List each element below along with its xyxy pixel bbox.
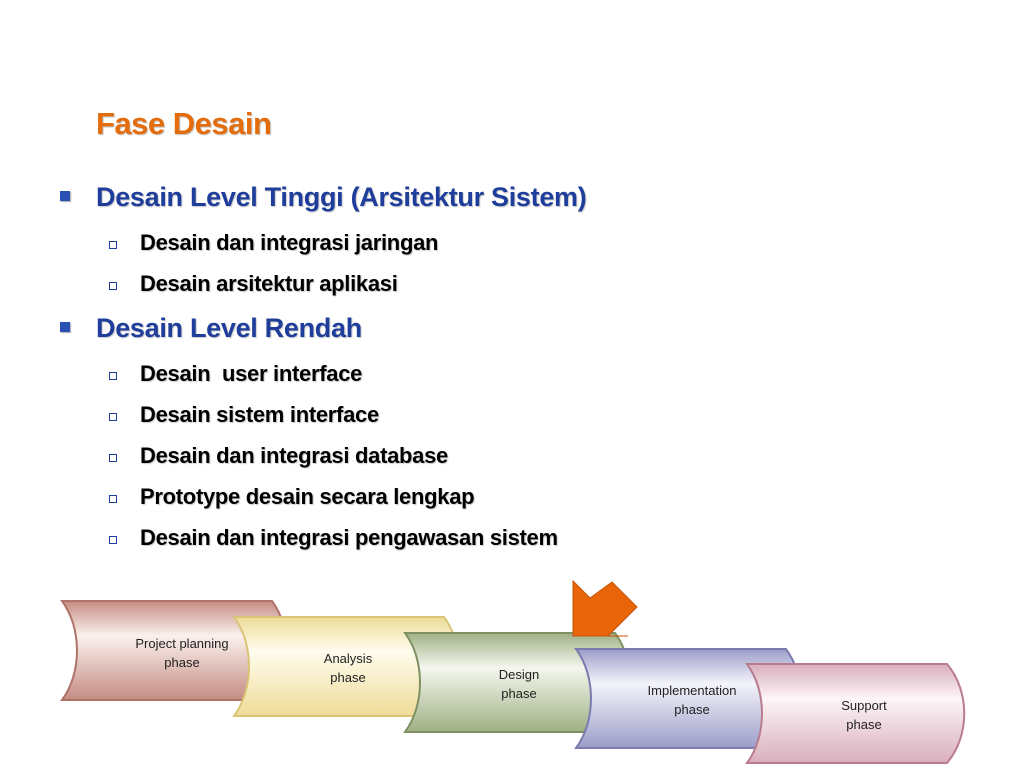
section-heading-low-level: Desain Level Rendah <box>60 313 362 344</box>
list-item: Desain dan integrasi database <box>109 443 448 469</box>
list-item: Desain user interface <box>109 361 363 387</box>
hollow-square-bullet-icon <box>109 495 117 503</box>
section-heading-high-level: Desain Level Tinggi (Arsitektur Sistem) <box>60 182 587 213</box>
list-item: Desain sistem interface <box>109 402 379 428</box>
hollow-square-bullet-icon <box>109 454 117 462</box>
square-bullet-icon <box>60 322 70 332</box>
highlight-arrow-icon <box>572 579 638 637</box>
list-item-text: Desain sistem interface <box>140 402 379 427</box>
list-item: Desain arsitektur aplikasi <box>109 271 398 297</box>
list-item-text: Prototype desain secara lengkap <box>140 484 475 509</box>
list-item: Desain dan integrasi pengawasan sistem <box>109 525 558 551</box>
phase-support: Support phase <box>745 663 966 764</box>
phase-label-line1: Design <box>499 667 539 682</box>
hollow-square-bullet-icon <box>109 413 117 421</box>
section-heading-text: Desain Level Tinggi (Arsitektur Sistem) <box>96 182 587 212</box>
list-item-text: Desain dan integrasi pengawasan sistem <box>140 525 558 550</box>
phase-label-line2: phase <box>846 717 881 732</box>
phase-label-line2: phase <box>674 702 709 717</box>
phase-label-line2: phase <box>164 655 199 670</box>
hollow-square-bullet-icon <box>109 282 117 290</box>
phase-label-line2: phase <box>330 670 365 685</box>
list-item-text: Desain dan integrasi database <box>140 443 448 468</box>
list-item: Desain dan integrasi jaringan <box>109 230 439 256</box>
section-heading-text: Desain Level Rendah <box>96 313 362 343</box>
slide-title: Fase Desain <box>96 106 272 141</box>
phase-label-line1: Support <box>841 698 887 713</box>
phase-label-line1: Analysis <box>324 651 373 666</box>
phase-label-line1: Implementation <box>648 683 737 698</box>
hollow-square-bullet-icon <box>109 536 117 544</box>
hollow-square-bullet-icon <box>109 241 117 249</box>
list-item-text: Desain dan integrasi jaringan <box>140 230 439 255</box>
list-item-text: Desain arsitektur aplikasi <box>140 271 398 296</box>
sdlc-phase-diagram: Project planning phase Analysis phase De… <box>60 579 966 764</box>
phase-label-line1: Project planning <box>135 636 228 651</box>
square-bullet-icon <box>60 191 70 201</box>
list-item: Prototype desain secara lengkap <box>109 484 475 510</box>
list-item-text: Desain user interface <box>140 361 363 386</box>
phase-label-line2: phase <box>501 686 536 701</box>
hollow-square-bullet-icon <box>109 372 117 380</box>
